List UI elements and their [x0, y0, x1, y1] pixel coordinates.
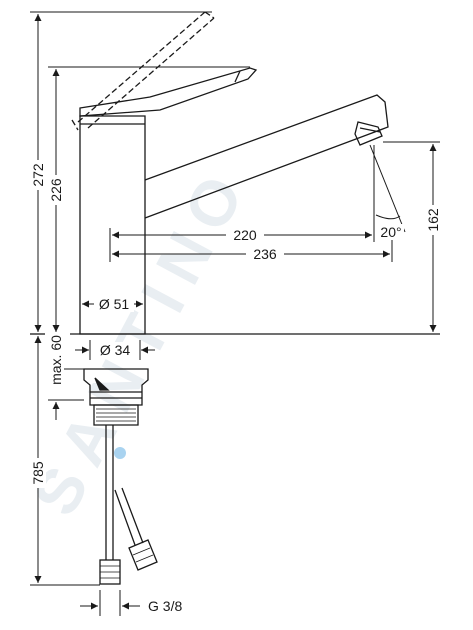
spout: [144, 94, 389, 219]
mounting-shank: [83, 368, 149, 406]
label-max60: max. 60: [48, 335, 64, 385]
lever-raised-outline: [71, 11, 215, 131]
label-272: 272: [30, 163, 46, 187]
spray-angle-line: [369, 144, 406, 233]
label-g38: G 3/8: [148, 598, 182, 614]
hose-left: [105, 425, 114, 560]
label-236: 236: [253, 246, 277, 262]
label-d51: Ø 51: [99, 296, 130, 312]
lever-handle: [79, 67, 258, 117]
shank-thread: [93, 404, 139, 426]
spout-aerator: [354, 121, 383, 146]
label-220: 220: [233, 227, 257, 243]
label-226: 226: [48, 178, 64, 202]
watermark-dot: [114, 447, 126, 459]
label-d34: Ø 34: [100, 342, 131, 358]
hose-nut-right: [128, 539, 158, 571]
spray-angle-arc: [375, 214, 401, 220]
label-162: 162: [425, 208, 441, 232]
label-785: 785: [30, 461, 46, 485]
label-spray-angle: 20°: [380, 224, 401, 240]
hose-right: [114, 487, 144, 546]
